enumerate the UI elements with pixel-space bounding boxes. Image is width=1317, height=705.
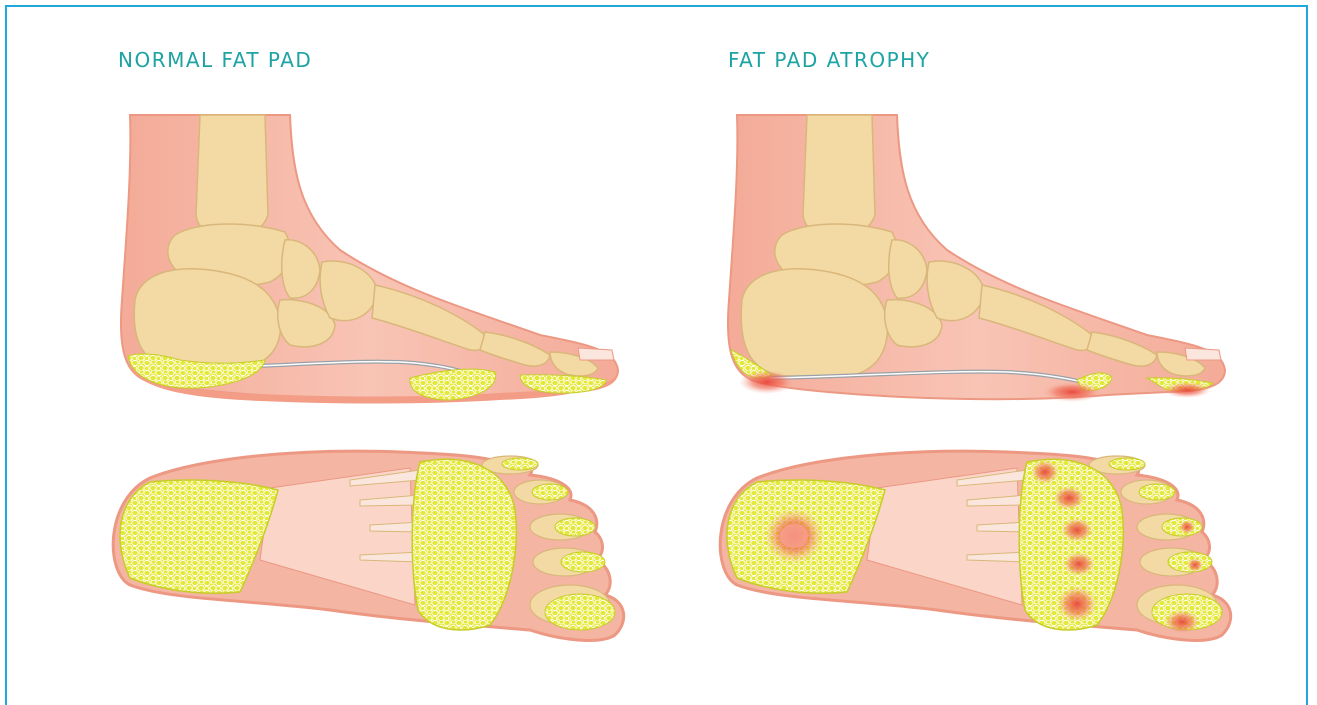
atrophy-sole-view: [720, 451, 1231, 640]
normal-side-view: [121, 115, 618, 404]
atrophy-forefoot-inflammation: [1042, 382, 1102, 402]
normal-toenail: [578, 348, 614, 360]
toe-pad-3: [555, 518, 595, 536]
normal-metatarsal-pad-sole: [412, 459, 516, 630]
metatarsal-pressure-spot-3: [1061, 518, 1093, 542]
metatarsal-pressure-spot-5: [1057, 586, 1097, 622]
atrophy-heel-inflammation: [739, 370, 795, 394]
atrophy-side-view: [728, 115, 1225, 402]
toe-pad-4: [561, 552, 605, 572]
atrophy-toe-inflammation: [1163, 382, 1211, 398]
foot-illustration: [0, 0, 1317, 681]
toe-pressure-spot-5: [1164, 610, 1200, 634]
metatarsal-pressure-spot-2: [1053, 486, 1085, 510]
metatarsal-pressure-spot-4: [1063, 552, 1095, 576]
toe-pressure-spot-3: [1179, 520, 1195, 534]
toe-pad-1: [502, 458, 538, 470]
metatarsal-pressure-spot-1: [1031, 460, 1059, 484]
tibia: [196, 115, 268, 234]
toe-pad-2: [532, 484, 568, 500]
normal-sole-view: [113, 451, 624, 640]
toe-pressure-spot-4: [1187, 558, 1203, 572]
toe-pad-5: [545, 594, 615, 630]
